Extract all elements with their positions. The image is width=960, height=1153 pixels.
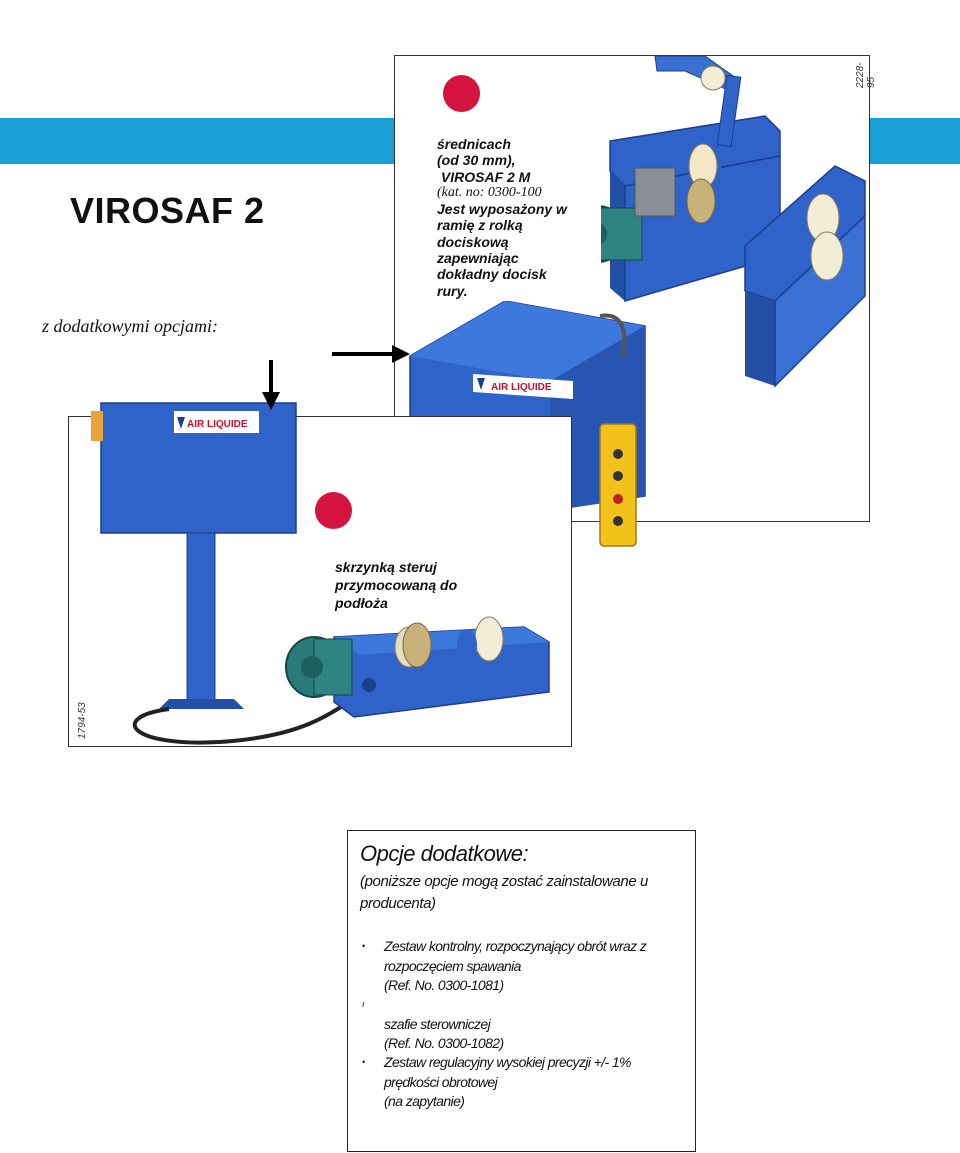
caption-line: dokładny docisk (437, 266, 547, 283)
option-line: Zestaw regulacyjny wysokiej precyzji +/-… (384, 1054, 632, 1070)
options-box: Opcje dodatkowe: (poniższe opcje mogą zo… (347, 830, 696, 1152)
option-line: Zestaw kontrolny, rozpoczynający obrót w… (384, 938, 647, 954)
caption-line: ramię z rolką (437, 217, 523, 234)
svg-text:AIR LIQUIDE: AIR LIQUIDE (491, 382, 552, 393)
caption-line: (od 30 mm), (437, 152, 516, 169)
page-subtitle: z dodatkowymi opcjami: (42, 316, 218, 336)
options-heading: Opcje dodatkowe: (360, 841, 529, 866)
bullet-icon: • (362, 941, 365, 951)
machine-illustration-2: AIR LIQUIDE (91, 402, 550, 745)
marker-dot (443, 75, 480, 112)
page-title: VIROSAF 2 (70, 190, 265, 231)
bullet-icon: ı (362, 999, 364, 1009)
option-line: szafie sterowniczej (384, 1015, 491, 1032)
air-liquide-logo-cabinet-2: AIR LIQUIDE (174, 411, 259, 433)
caption-line: VIROSAF 2 M (437, 168, 531, 185)
caption-line: podłoża (335, 595, 388, 611)
caption-line: rury. (437, 282, 468, 299)
option-line: (na zapytanie) (384, 1093, 465, 1109)
air-liquide-logo-cabinet-1: AIR LIQUIDE (473, 374, 573, 399)
caption-line: skrzynką steruj (335, 559, 437, 575)
svg-text:AIR LIQUIDE: AIR LIQUIDE (187, 419, 248, 430)
option-line (384, 995, 684, 1015)
caption-line: przymocowaną do (335, 577, 458, 593)
options-note: (poniższe opcje mogą zostać zainstalowan… (360, 873, 648, 912)
marker-dot (315, 492, 352, 529)
caption-line: Jest wyposażony w (437, 201, 567, 218)
option-line: (Ref. No. 0300-1082) (384, 1035, 504, 1051)
option-line: prędkości obrotowej (384, 1073, 498, 1090)
option-line: rozpoczęciem spawania (384, 957, 521, 974)
caption-virosaf-2m: średnicach (od 30 mm), VIROSAF 2 M (kat.… (433, 134, 601, 301)
bullet-icon: • (362, 1057, 365, 1067)
caption-catalog-number: (kat. no: 0300-100 (437, 184, 542, 200)
caption-line: średnicach (437, 136, 511, 152)
caption-line: dociskową (437, 233, 509, 250)
caption-floor-cabinet: skrzynką steruj przymocowaną do podłoża (331, 556, 489, 614)
option-line: (Ref. No. 0300-1081) (384, 977, 504, 993)
arrow-right-icon (332, 345, 410, 363)
caption-line: zapewniając (437, 250, 519, 267)
arrow-down-icon (262, 360, 280, 410)
